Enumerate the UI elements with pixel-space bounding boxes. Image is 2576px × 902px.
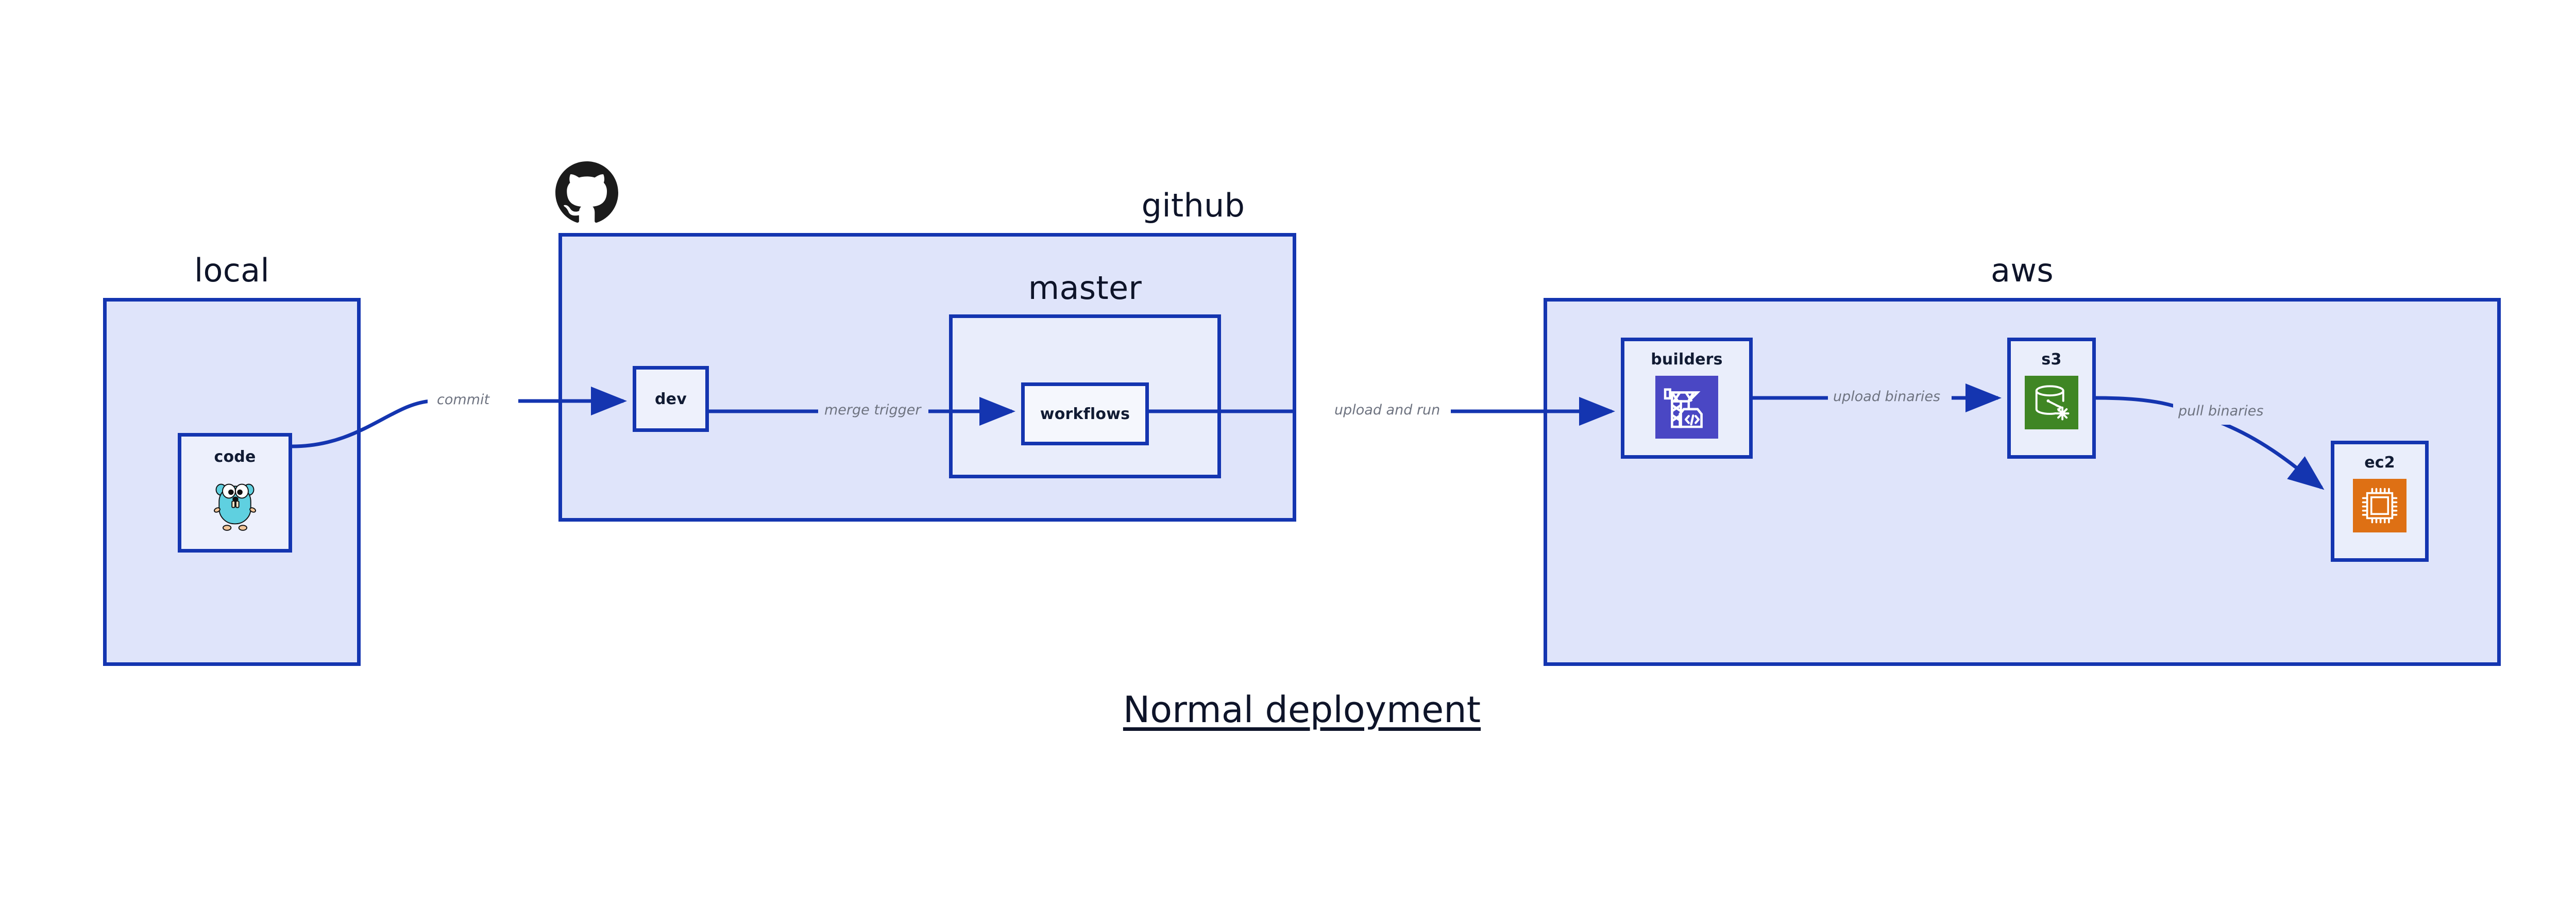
node-label-builders: builders [1651,350,1723,369]
edge-label-commit: commit [437,392,490,408]
edge-label-upload-and-run: upload and run [1334,402,1440,418]
edge-label-pull-binaries: pull binaries [2178,403,2264,419]
node-s3[interactable]: s3 [2007,338,2096,459]
cluster-label-master: master [1028,269,1142,307]
node-label-code: code [214,448,256,466]
aws-ec2-chip-icon [2353,479,2406,532]
cluster-label-aws: aws [1991,252,2054,289]
aws-s3-bucket-icon [2025,376,2078,429]
node-label-dev: dev [655,390,687,408]
node-code[interactable]: code [178,433,292,553]
node-workflows[interactable]: workflows [1021,382,1149,445]
github-octocat-icon [555,161,618,223]
node-dev[interactable]: dev [633,366,709,432]
node-builders[interactable]: builders [1621,338,1753,459]
go-gopher-icon [214,483,256,531]
page-title: Normal deployment [1123,689,1481,731]
aws-codebuild-icon [1655,376,1718,439]
cluster-label-local: local [194,252,269,289]
edge-label-merge-trigger: merge trigger [824,402,921,418]
node-label-ec2: ec2 [2364,454,2395,472]
edge-label-upload-binaries: upload binaries [1833,389,1941,405]
node-label-workflows: workflows [1040,405,1130,423]
cluster-label-github: github [1141,187,1245,224]
node-label-s3: s3 [2041,350,2062,369]
node-ec2[interactable]: ec2 [2331,441,2429,562]
